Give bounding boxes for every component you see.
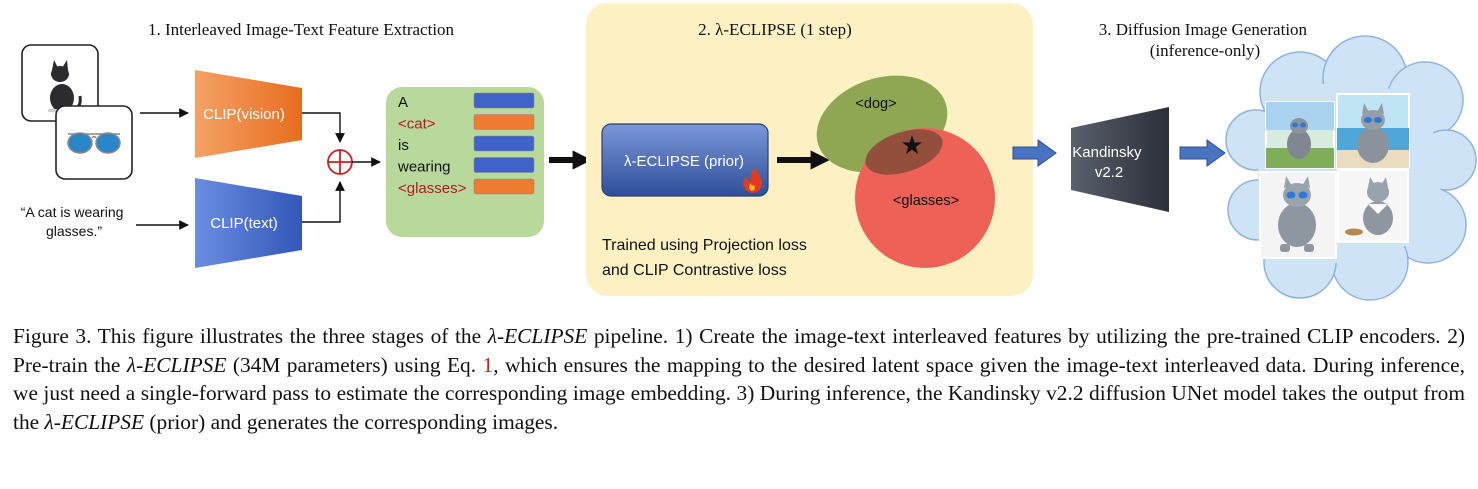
caption-text: (34M parameters) using Eq. <box>226 352 483 377</box>
connector-vision <box>302 112 345 143</box>
caption-text: λ-ECLIPSE <box>44 409 145 434</box>
kandinsky-label-line-2: v2.2 <box>1095 164 1123 181</box>
stage1-title: 1. Interleaved Image-Text Feature Extrac… <box>148 20 455 39</box>
trained-line-2: and CLIP Contrastive loss <box>602 262 787 279</box>
glasses-label: <glasses> <box>893 193 959 209</box>
token-feature-bar <box>473 114 535 130</box>
fire-icon <box>743 167 762 193</box>
text-prompt-line-1: “A cat is wearing <box>21 204 124 220</box>
token-label: wearing <box>397 159 451 176</box>
stage2-title: 2. λ-ECLIPSE (1 step) <box>698 20 852 39</box>
output-image-1 <box>1265 101 1335 169</box>
glasses-image-card <box>55 105 133 180</box>
caption-text: (prior) and generates the <box>144 409 360 434</box>
clip-text-encoder: CLIP(text) <box>195 178 302 268</box>
trained-description: Trained using Projection loss and CLIP C… <box>602 237 811 279</box>
token-label: <cat> <box>398 116 436 133</box>
clip-vision-encoder: CLIP(vision) <box>195 70 302 158</box>
token-feature-bar <box>473 178 535 195</box>
token-feature-bar <box>473 135 535 152</box>
figure-caption: Figure 3. This figure illustrates the th… <box>13 322 1465 436</box>
text-prompt: “A cat is wearing glasses.” <box>21 204 128 239</box>
token-list: A <cat> is wearing <glasses> <box>397 92 535 197</box>
caption-text: λ-ECLIPSE <box>487 324 588 348</box>
caption-text: pipeline. 1) Create the image-text inter… <box>587 324 1201 348</box>
dog-label: <dog> <box>855 96 896 112</box>
token-label: A <box>398 94 408 111</box>
arrow-space-to-kandinsky <box>1012 139 1057 167</box>
kandinsky-model: Kandinsky v2.2 <box>1071 107 1169 212</box>
clip-vision-label: CLIP(vision) <box>203 106 285 123</box>
caption-text: embedding. 3) During inference, the Kand… <box>13 381 1465 434</box>
caption-text: , which ensures the mapping to the desir… <box>493 352 920 377</box>
generated-images-cloud <box>1225 35 1477 301</box>
embedding-space: <dog> ★ <glasses> <box>816 75 995 268</box>
token-feature-bar <box>473 157 535 173</box>
caption-text: corresponding images. <box>364 409 559 434</box>
caption-text: λ-ECLIPSE <box>126 352 227 377</box>
stage3-title: 3. Diffusion Image Generation (inference… <box>1099 20 1312 60</box>
cat-image-card <box>21 44 99 122</box>
token-feature-bar <box>473 92 535 109</box>
text-prompt-line-2: glasses.” <box>46 223 102 239</box>
token-label: <glasses> <box>398 180 467 197</box>
kandinsky-label: Kandinsky v2.2 <box>1072 144 1145 181</box>
stage3-title-line-2: (inference-only) <box>1150 41 1260 60</box>
overlap-region <box>865 129 943 175</box>
connector-text <box>302 181 345 223</box>
pipeline-figure: 1. Interleaved Image-Text Feature Extrac… <box>21 3 1477 301</box>
caption-text: Figure 3. This figure illustrates the th… <box>13 324 488 348</box>
arrow-kandinsky-to-output <box>1179 139 1226 167</box>
caption-text: 1 <box>482 352 494 377</box>
prior-label: λ-ECLIPSE (prior) <box>624 153 744 170</box>
target-star-icon: ★ <box>900 130 923 160</box>
caption-text: space given the image-text interleaved d… <box>13 352 1465 406</box>
kandinsky-label-line-1: Kandinsky <box>1072 144 1142 161</box>
clip-text-label: CLIP(text) <box>210 215 278 232</box>
output-image-4 <box>1337 169 1409 243</box>
interleaved-features-box: A <cat> is wearing <glasses> <box>386 87 544 237</box>
output-image-2 <box>1336 93 1410 169</box>
token-label: is <box>398 137 409 154</box>
caption-text: pre-trained CLIP encoders. 2) Pre-train … <box>13 324 1466 377</box>
stage3-title-line-1: 3. Diffusion Image Generation <box>1099 20 1308 39</box>
prior-model-box: λ-ECLIPSE (prior) <box>601 123 769 197</box>
sunglasses-icon <box>67 132 121 154</box>
output-image-3 <box>1259 171 1337 259</box>
trained-line-1: Trained using Projection loss <box>602 237 807 254</box>
combine-icon <box>327 149 353 175</box>
